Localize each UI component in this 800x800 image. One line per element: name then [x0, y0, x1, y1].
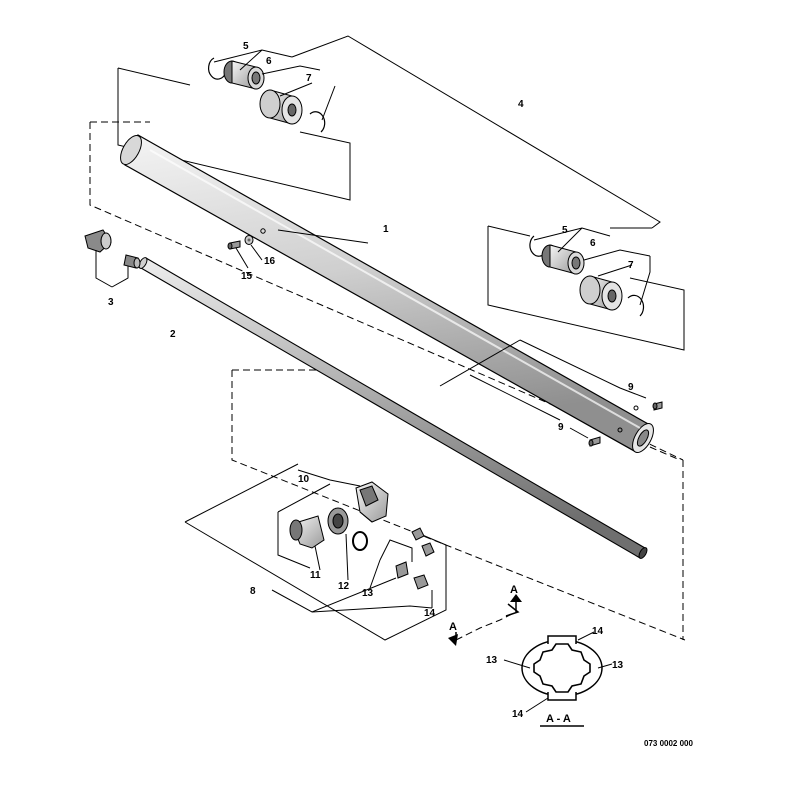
label-15: 15: [241, 271, 253, 282]
label-10: 10: [298, 474, 310, 485]
small-screws: [227, 229, 663, 447]
label-6-right: 6: [590, 238, 596, 249]
clamp-half-11: [289, 515, 325, 549]
seal-12: [327, 507, 368, 551]
drawing-code: 073 0002 000: [644, 739, 693, 748]
label-13: 13: [362, 588, 374, 599]
label-16: 16: [264, 256, 276, 267]
top-bearing-set: [117, 35, 661, 229]
label-5-top: 5: [243, 41, 249, 52]
sleeve-top: [223, 60, 265, 90]
label-12: 12: [338, 581, 350, 592]
section-label-14-top: 14: [592, 626, 604, 637]
label-8: 8: [250, 586, 256, 597]
circlip-top-left: [208, 57, 227, 80]
end-piece: [84, 229, 141, 288]
section-label-13-right: 13: [612, 660, 624, 671]
label-9-lower: 9: [558, 422, 564, 433]
label-3: 3: [108, 297, 114, 308]
section-label-14-bottom: 14: [512, 709, 524, 720]
label-1: 1: [383, 224, 389, 235]
section-title: A - A: [546, 713, 571, 725]
right-bearing-set: [487, 225, 685, 351]
label-6-top: 6: [266, 56, 272, 67]
section-marker: [448, 594, 522, 646]
section-view: [503, 631, 613, 727]
section-label-13-left: 13: [486, 655, 498, 666]
label-5-right: 5: [562, 225, 568, 236]
lower-bearing-kit: [184, 463, 447, 641]
label-9-upper: 9: [628, 382, 634, 393]
label-4: 4: [518, 99, 524, 110]
callout-labels: 5 6 7 4 5 6 7 1 16 15 3 2 9 9 10 11 12 1…: [108, 41, 693, 748]
label-7-top: 7: [306, 73, 312, 84]
label-2: 2: [170, 329, 176, 340]
detents: [395, 527, 435, 590]
rubber-bushing-right: [579, 275, 623, 311]
label-14: 14: [424, 608, 436, 619]
label-11: 11: [310, 570, 321, 581]
sleeve-right: [541, 244, 585, 275]
bushing-10: [355, 481, 389, 523]
drive-shaft: [138, 257, 648, 559]
circlip-right-right: [627, 294, 645, 317]
main-tube: [120, 134, 654, 454]
marker-a-top: A: [510, 584, 518, 596]
marker-a-left: A: [449, 621, 457, 633]
dashed-boundaries: [89, 121, 686, 641]
label-7-right: 7: [628, 260, 634, 271]
circlip-top-right: [309, 111, 326, 133]
